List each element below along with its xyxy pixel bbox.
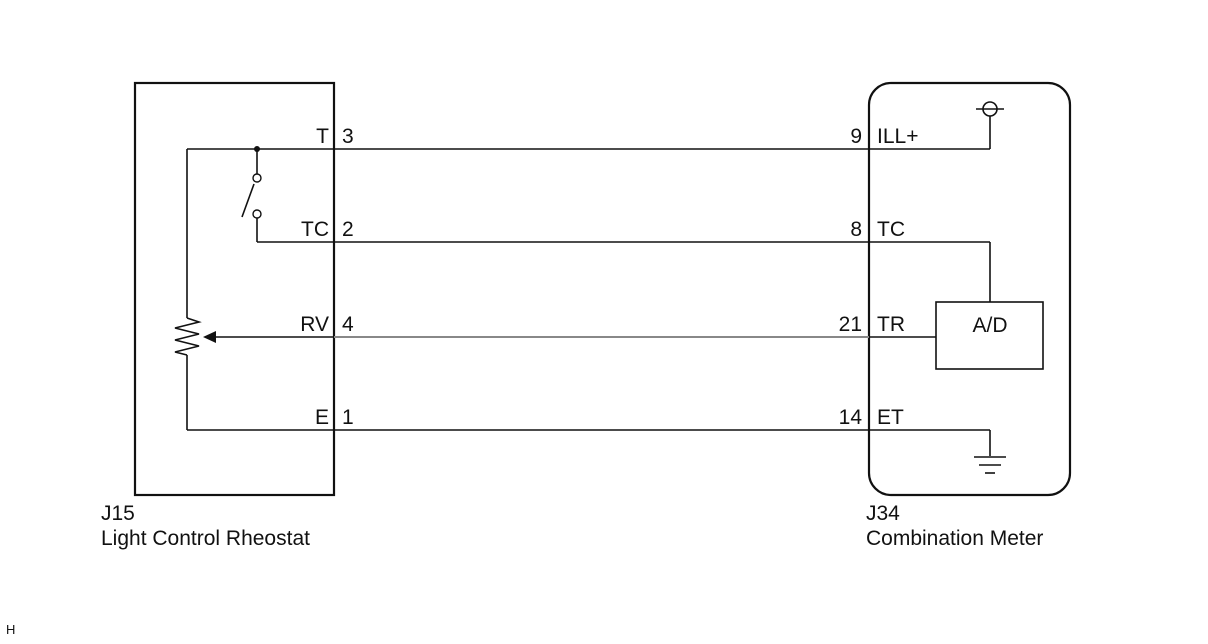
pin-number-1: 1 — [342, 406, 354, 429]
pin-signal-tr: TR — [877, 313, 905, 336]
pin-number-3: 3 — [342, 125, 354, 148]
ground-icon — [974, 456, 1006, 474]
pin-signal-rv: RV — [300, 313, 329, 336]
harness-wires — [334, 148, 869, 431]
pin-number-2: 2 — [342, 218, 354, 241]
combination-meter-box — [867, 81, 1072, 497]
pin-number-9: 9 — [850, 125, 862, 148]
pin-signal-e: E — [315, 406, 329, 429]
left-connector-id: J15 — [101, 502, 135, 525]
pin-signal-tc: TC — [301, 218, 329, 241]
potentiometer-icon — [174, 317, 334, 356]
ad-converter: A/D — [935, 301, 1044, 370]
pin-number-14: 14 — [839, 406, 863, 429]
pin-signal-ill: ILL+ — [877, 125, 918, 148]
meter-internal-wiring — [869, 116, 991, 456]
right-connector-id: J34 — [866, 502, 900, 525]
pin-signal-et: ET — [877, 406, 904, 429]
pin-signal-t: T — [316, 125, 329, 148]
power-source-icon — [976, 101, 1004, 117]
footer-mark: H — [6, 622, 15, 637]
ad-converter-label: A/D — [972, 314, 1007, 337]
pin-number-4: 4 — [342, 313, 354, 336]
left-component-name: Light Control Rheostat — [101, 527, 310, 550]
pin-number-21: 21 — [839, 313, 862, 336]
light-control-rheostat-box — [133, 81, 336, 497]
switch-icon — [241, 146, 262, 219]
pin-signal-tc-meter: TC — [877, 218, 905, 241]
rheostat-internal-wiring — [186, 148, 334, 431]
pin-number-8: 8 — [850, 218, 862, 241]
right-component-name: Combination Meter — [866, 527, 1043, 550]
